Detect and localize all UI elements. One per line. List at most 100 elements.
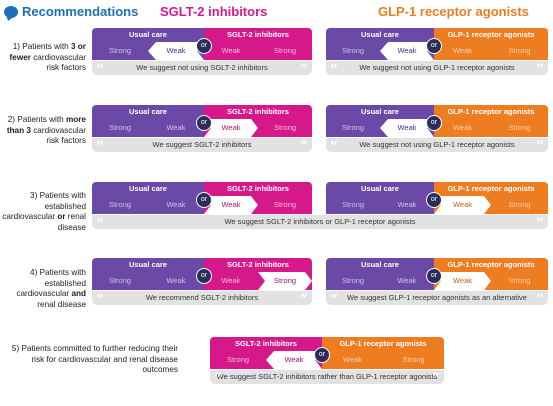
quote-mark-icon: “ <box>96 292 105 308</box>
usual-care-weak-option-selected: Weak <box>148 42 204 60</box>
or-connector: or <box>426 38 442 54</box>
row-label-part: renal disease <box>37 299 86 309</box>
quote-mark-icon: ” <box>299 139 308 155</box>
usual-care-weak-option: Weak <box>166 123 186 132</box>
suggestion-text: We recommend SGLT-2 inhibitors“” <box>92 291 312 308</box>
sglt-weak-option-selected: Weak <box>266 351 322 369</box>
quote-mark-icon: ” <box>535 216 544 232</box>
sglt-title: SGLT-2 inhibitors <box>227 184 289 193</box>
row-label-part: cardiovascular risk factors <box>30 125 86 146</box>
sglt-title: SGLT-2 inhibitors <box>227 107 289 116</box>
or-connector: or <box>196 192 212 208</box>
sglt-title: SGLT-2 inhibitors <box>235 339 297 348</box>
usual-care-options: Strong Weak <box>92 42 204 60</box>
usual-care-strong-option: Strong <box>108 276 132 285</box>
sglt-title: SGLT-2 inhibitors <box>227 260 289 269</box>
quote-mark-icon: ” <box>535 139 544 155</box>
or-connector: or <box>314 347 330 363</box>
quote-mark-icon: “ <box>330 139 339 155</box>
row-2-label: 2) Patients with more than 3 cardiovascu… <box>2 115 86 147</box>
recommendations-title: Recommendations <box>22 4 139 19</box>
row-label-part: 2) Patients with <box>7 115 66 124</box>
sglt-weak-option-selected: Weak <box>204 196 258 214</box>
usual-care-weak-option: Weak <box>166 200 186 209</box>
row-label-part: and <box>71 289 86 298</box>
usual-care-weak-option-selected: Weak <box>380 42 434 60</box>
usual-care-options: Strong Weak <box>92 272 204 290</box>
glp-strong-option: Strong <box>508 123 531 132</box>
row-label-part: 5) Patients committed to further reducin… <box>11 344 178 374</box>
row-5-label: 5) Patients committed to further reducin… <box>2 344 178 376</box>
sglt-column-heading: SGLT-2 inhibitors <box>160 4 268 19</box>
or-connector: or <box>196 38 212 54</box>
row-label-part: or <box>57 212 66 221</box>
row-label-part: 3 or fewer <box>9 42 86 62</box>
glp-title: GLP-1 receptor agonists <box>447 30 535 39</box>
usual-care-weak-option: Weak <box>166 276 186 285</box>
quote-mark-icon: “ <box>96 216 105 232</box>
sglt-options: Strong Weak <box>210 351 322 369</box>
quote-mark-icon: “ <box>330 292 339 308</box>
usual-care-title: Usual care <box>129 184 167 193</box>
glp-strong-option: Strong <box>402 355 425 364</box>
glp-title: GLP-1 receptor agonists <box>447 107 535 116</box>
row-label-part: more than 3 <box>6 115 86 135</box>
usual-care-strong-option: Strong <box>108 46 132 55</box>
speech-bubble-icon <box>4 5 18 18</box>
sglt-strong-option: Strong <box>226 355 250 364</box>
usual-care-title: Usual care <box>361 30 399 39</box>
usual-care-options: Strong Weak <box>326 272 434 290</box>
usual-care-options: Strong Weak <box>326 42 434 60</box>
sglt-strong-option: Strong <box>273 123 297 132</box>
sglt-title: SGLT-2 inhibitors <box>227 30 289 39</box>
glp-weak-option: Weak <box>452 46 473 55</box>
glp-weak-option-selected: Weak <box>434 272 491 290</box>
quote-mark-icon: “ <box>96 62 105 78</box>
quote-mark-icon: ” <box>299 292 308 308</box>
glp-title: GLP-1 receptor agonists <box>339 339 427 348</box>
usual-care-weak-option: Weak <box>397 276 417 285</box>
usual-care-weak-option-selected: Weak <box>380 119 434 137</box>
usual-care-strong-option: Strong <box>341 276 365 285</box>
suggestion-text: We suggest SGLT-2 inhibitors rather than… <box>210 370 444 387</box>
sglt-strong-option: Strong <box>273 46 297 55</box>
usual-care-strong-option: Strong <box>108 123 132 132</box>
row-1-label: 1) Patients with 3 or fewer cardiovascul… <box>2 42 86 74</box>
quote-mark-icon: “ <box>96 139 105 155</box>
glp-weak-option: Weak <box>342 355 363 364</box>
usual-care-strong-option: Strong <box>341 46 365 55</box>
row-label-part: renal disease <box>57 212 86 232</box>
suggestion-text: We suggest SGLT-2 inhibitors“” <box>92 138 312 155</box>
sglt-options: Weak Strong <box>204 42 312 60</box>
suggestion-text: We suggest GLP-1 receptor agonists as an… <box>326 291 548 308</box>
glp-title: GLP-1 receptor agonists <box>447 260 535 269</box>
sglt-weak-option: Weak <box>221 46 241 55</box>
quote-mark-icon: “ <box>214 371 223 387</box>
suggestion-text: We suggest SGLT-2 inhibitors or GLP-1 re… <box>92 215 548 232</box>
or-connector: or <box>196 268 212 284</box>
glp-options: Weak Strong <box>322 351 444 369</box>
quote-mark-icon: ” <box>535 62 544 78</box>
row-label-part: 4) Patients with established cardiovascu… <box>16 268 86 298</box>
recommendations-heading: Recommendations <box>4 4 138 19</box>
or-connector: or <box>426 192 442 208</box>
